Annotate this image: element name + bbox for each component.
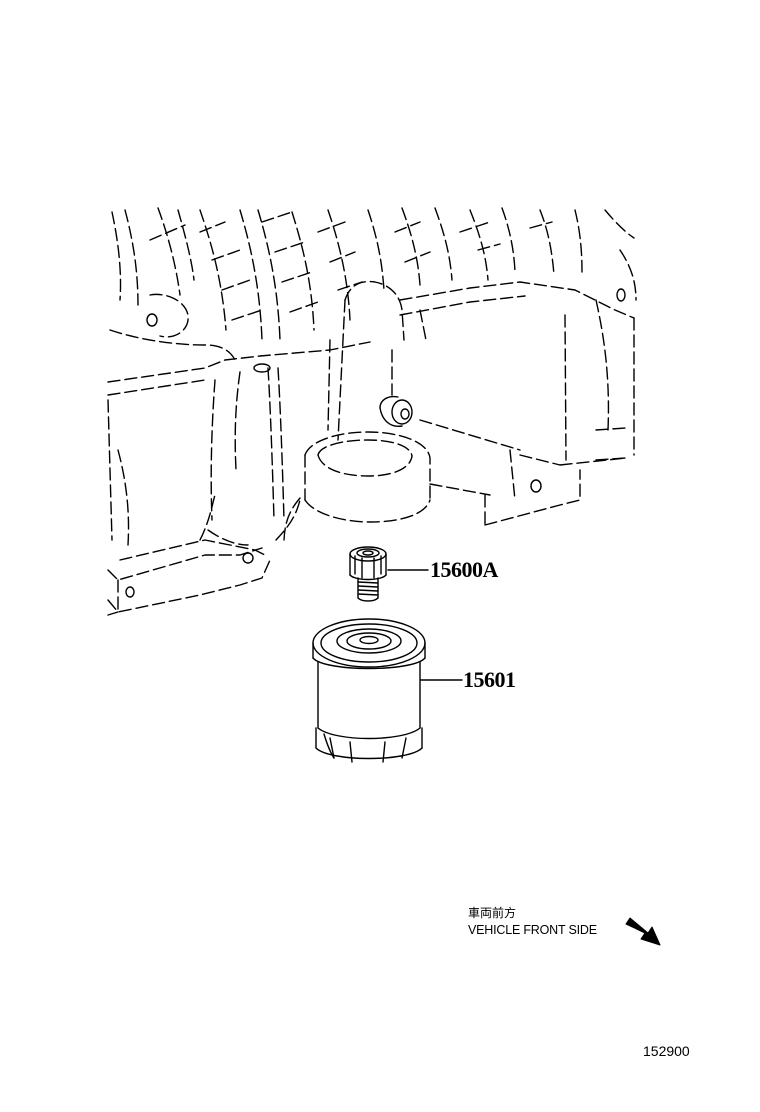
direction-label-jp: 車両前方 (468, 906, 517, 920)
mounting-bosses (125, 288, 626, 598)
union-bolt-15600a (349, 546, 429, 602)
arrow-down-right-icon (625, 917, 661, 946)
part-number-label[interactable]: 15600A (430, 557, 498, 582)
oil-filter-15601 (312, 618, 463, 763)
engine-block-outline (107, 207, 637, 616)
direction-label-en: VEHICLE FRONT SIDE (468, 923, 597, 937)
part-number-label[interactable]: 15601 (463, 667, 516, 692)
figure-number: 152900 (643, 1043, 690, 1059)
